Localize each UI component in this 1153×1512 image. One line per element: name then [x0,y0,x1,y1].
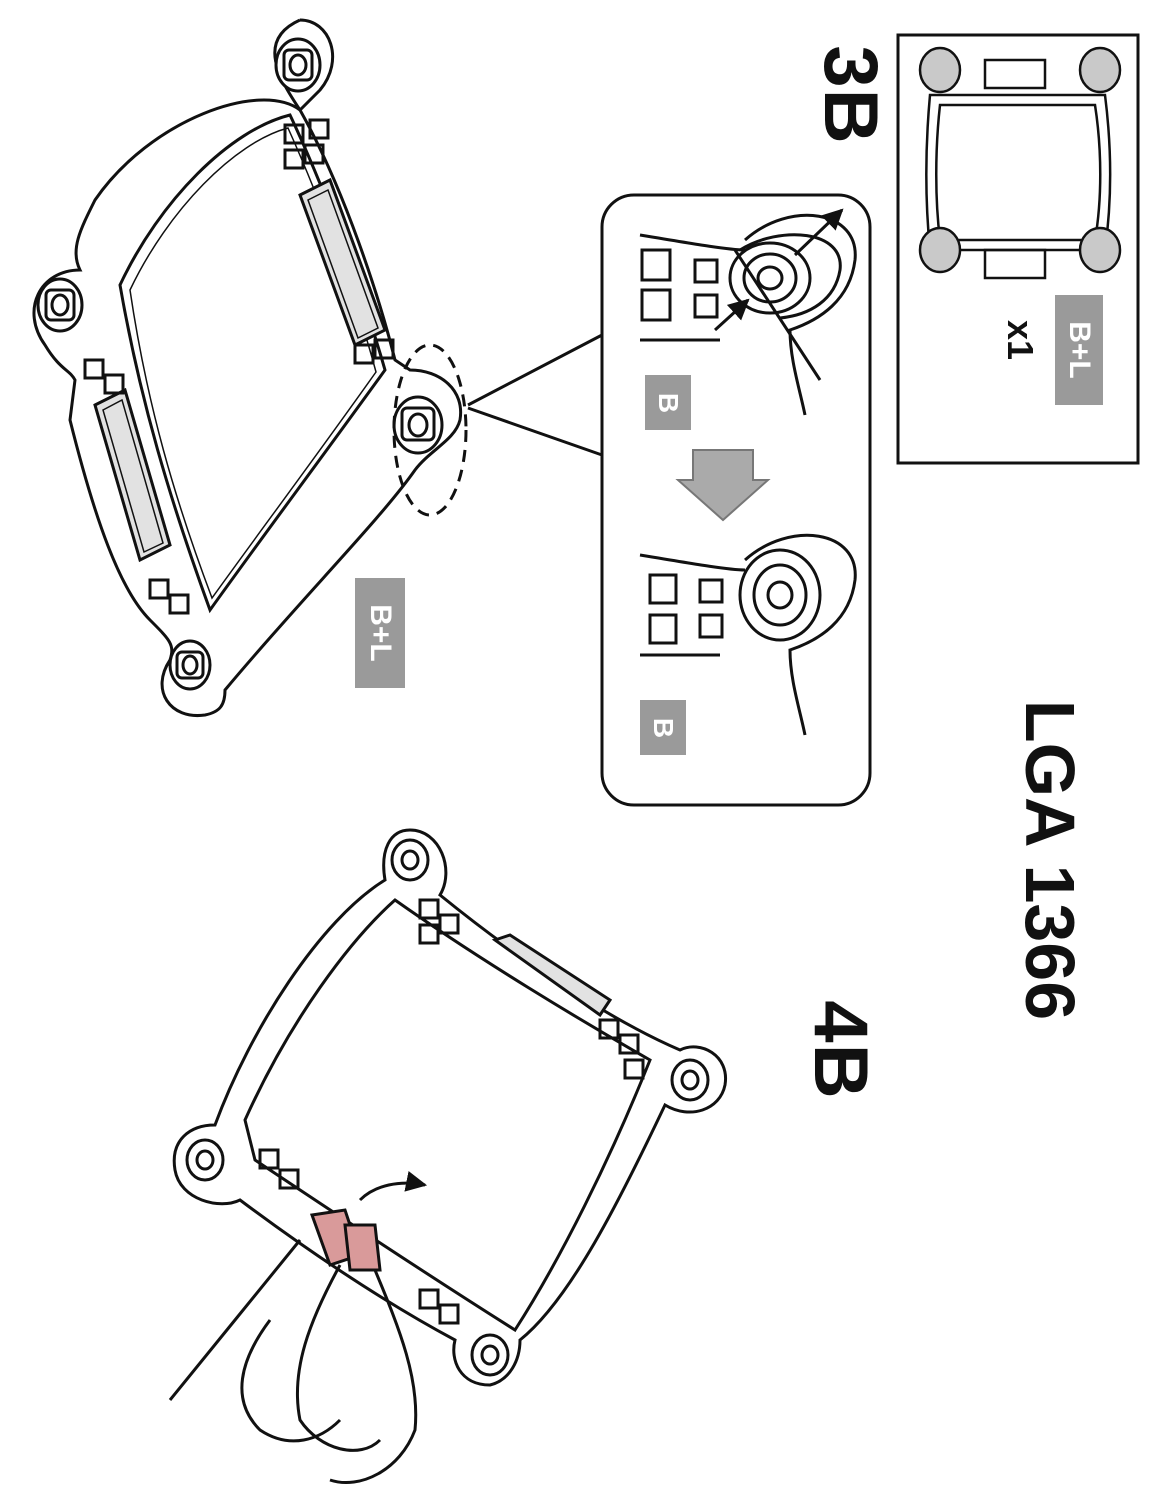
inward-arrow-bottom [713,298,750,332]
standoff-3b-bottom [168,639,212,691]
badge-detail-before: B [645,375,691,430]
badge-parts-box-text: B+L [1063,321,1097,379]
callout-line-bottom [467,406,603,457]
parts-quantity: x1 [1000,319,1041,361]
standoff-3b-right [392,395,444,455]
socket-title: LGA 1366 [1011,699,1089,1021]
transition-arrow-icon [675,449,771,522]
backplate-frame-4b [172,828,727,1387]
standoff-3b-top [274,37,322,93]
badge-parts-box: B+L [1055,295,1103,405]
peel-film-hand [168,1171,428,1485]
detail-before-standoff [639,213,857,416]
callout-line-top [467,333,603,407]
badge-main-frame: B+L [355,578,405,688]
badge-detail-before-text: B [652,392,684,413]
badge-detail-after-text: B [647,717,679,738]
outward-arrow-top [793,208,844,257]
step-label-4b: 4B [798,1000,883,1100]
highlight-dashed-ellipse [392,343,468,517]
detail-after-standoff [639,533,857,736]
parts-backplate-icon [918,46,1122,280]
badge-detail-after: B [640,700,686,755]
step-label-3b: 3B [808,45,893,145]
backplate-frame-3b [32,18,463,718]
standoff-3b-left [36,277,84,333]
badge-main-frame-text: B+L [364,604,398,662]
